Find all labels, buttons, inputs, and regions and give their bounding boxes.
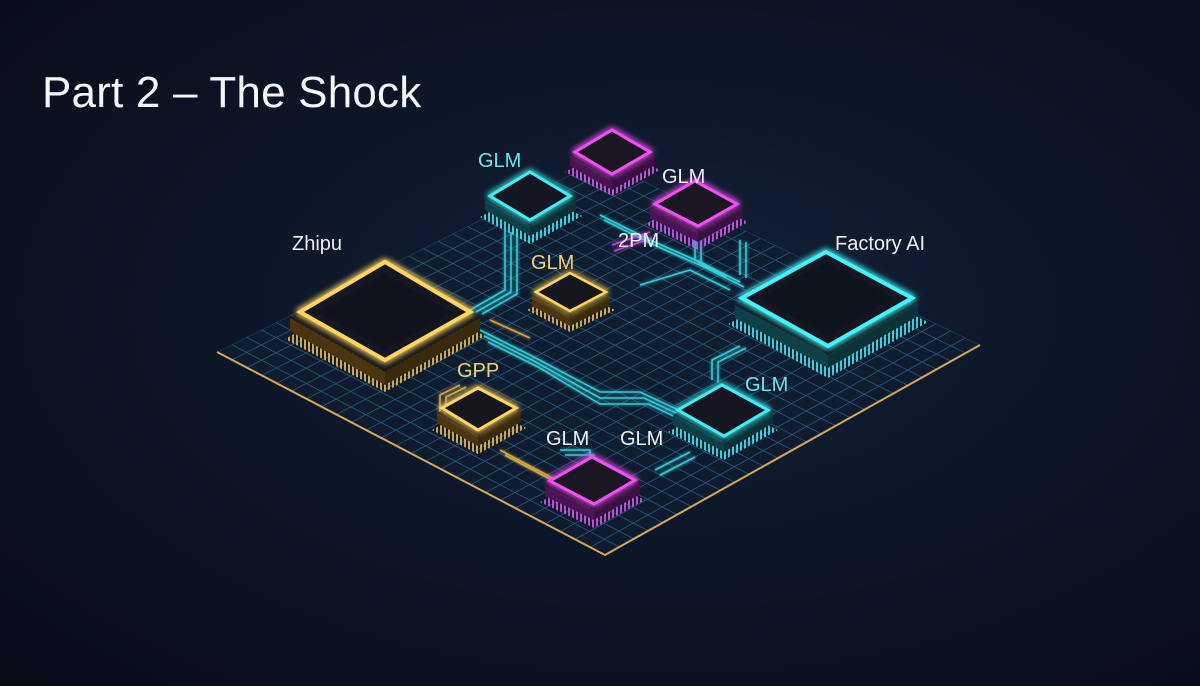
- chip-gpp: [432, 386, 526, 454]
- label-2pm: 2PM: [618, 230, 660, 252]
- label-factory-ai: Factory AI: [835, 233, 926, 255]
- chip-zhipu: [285, 259, 485, 392]
- label-glm-right: GLM: [745, 374, 789, 396]
- label-glm-center: GLM: [531, 252, 575, 274]
- chip-glm-right: [668, 383, 778, 460]
- chip-magenta-top: [565, 128, 660, 196]
- label-glm-bottom-mid: GLM: [620, 428, 664, 450]
- chip-factory-ai: [728, 249, 928, 378]
- label-glm-top-left: GLM: [478, 150, 522, 172]
- label-zhipu: Zhipu: [292, 233, 343, 255]
- label-glm-top-right: GLM: [662, 166, 706, 188]
- board-edge: [216, 344, 981, 557]
- chip-glm-center: [527, 271, 615, 332]
- chip-magenta-right: [645, 179, 748, 250]
- circuit-traces: [439, 214, 747, 488]
- chip-glm-top-left: [480, 170, 582, 244]
- slide-title: Part 2 – The Shock: [42, 68, 422, 117]
- label-gpp: GPP: [457, 360, 500, 382]
- chip-magenta-bottom: [540, 455, 645, 528]
- label-glm-bottom-left: GLM: [546, 428, 590, 450]
